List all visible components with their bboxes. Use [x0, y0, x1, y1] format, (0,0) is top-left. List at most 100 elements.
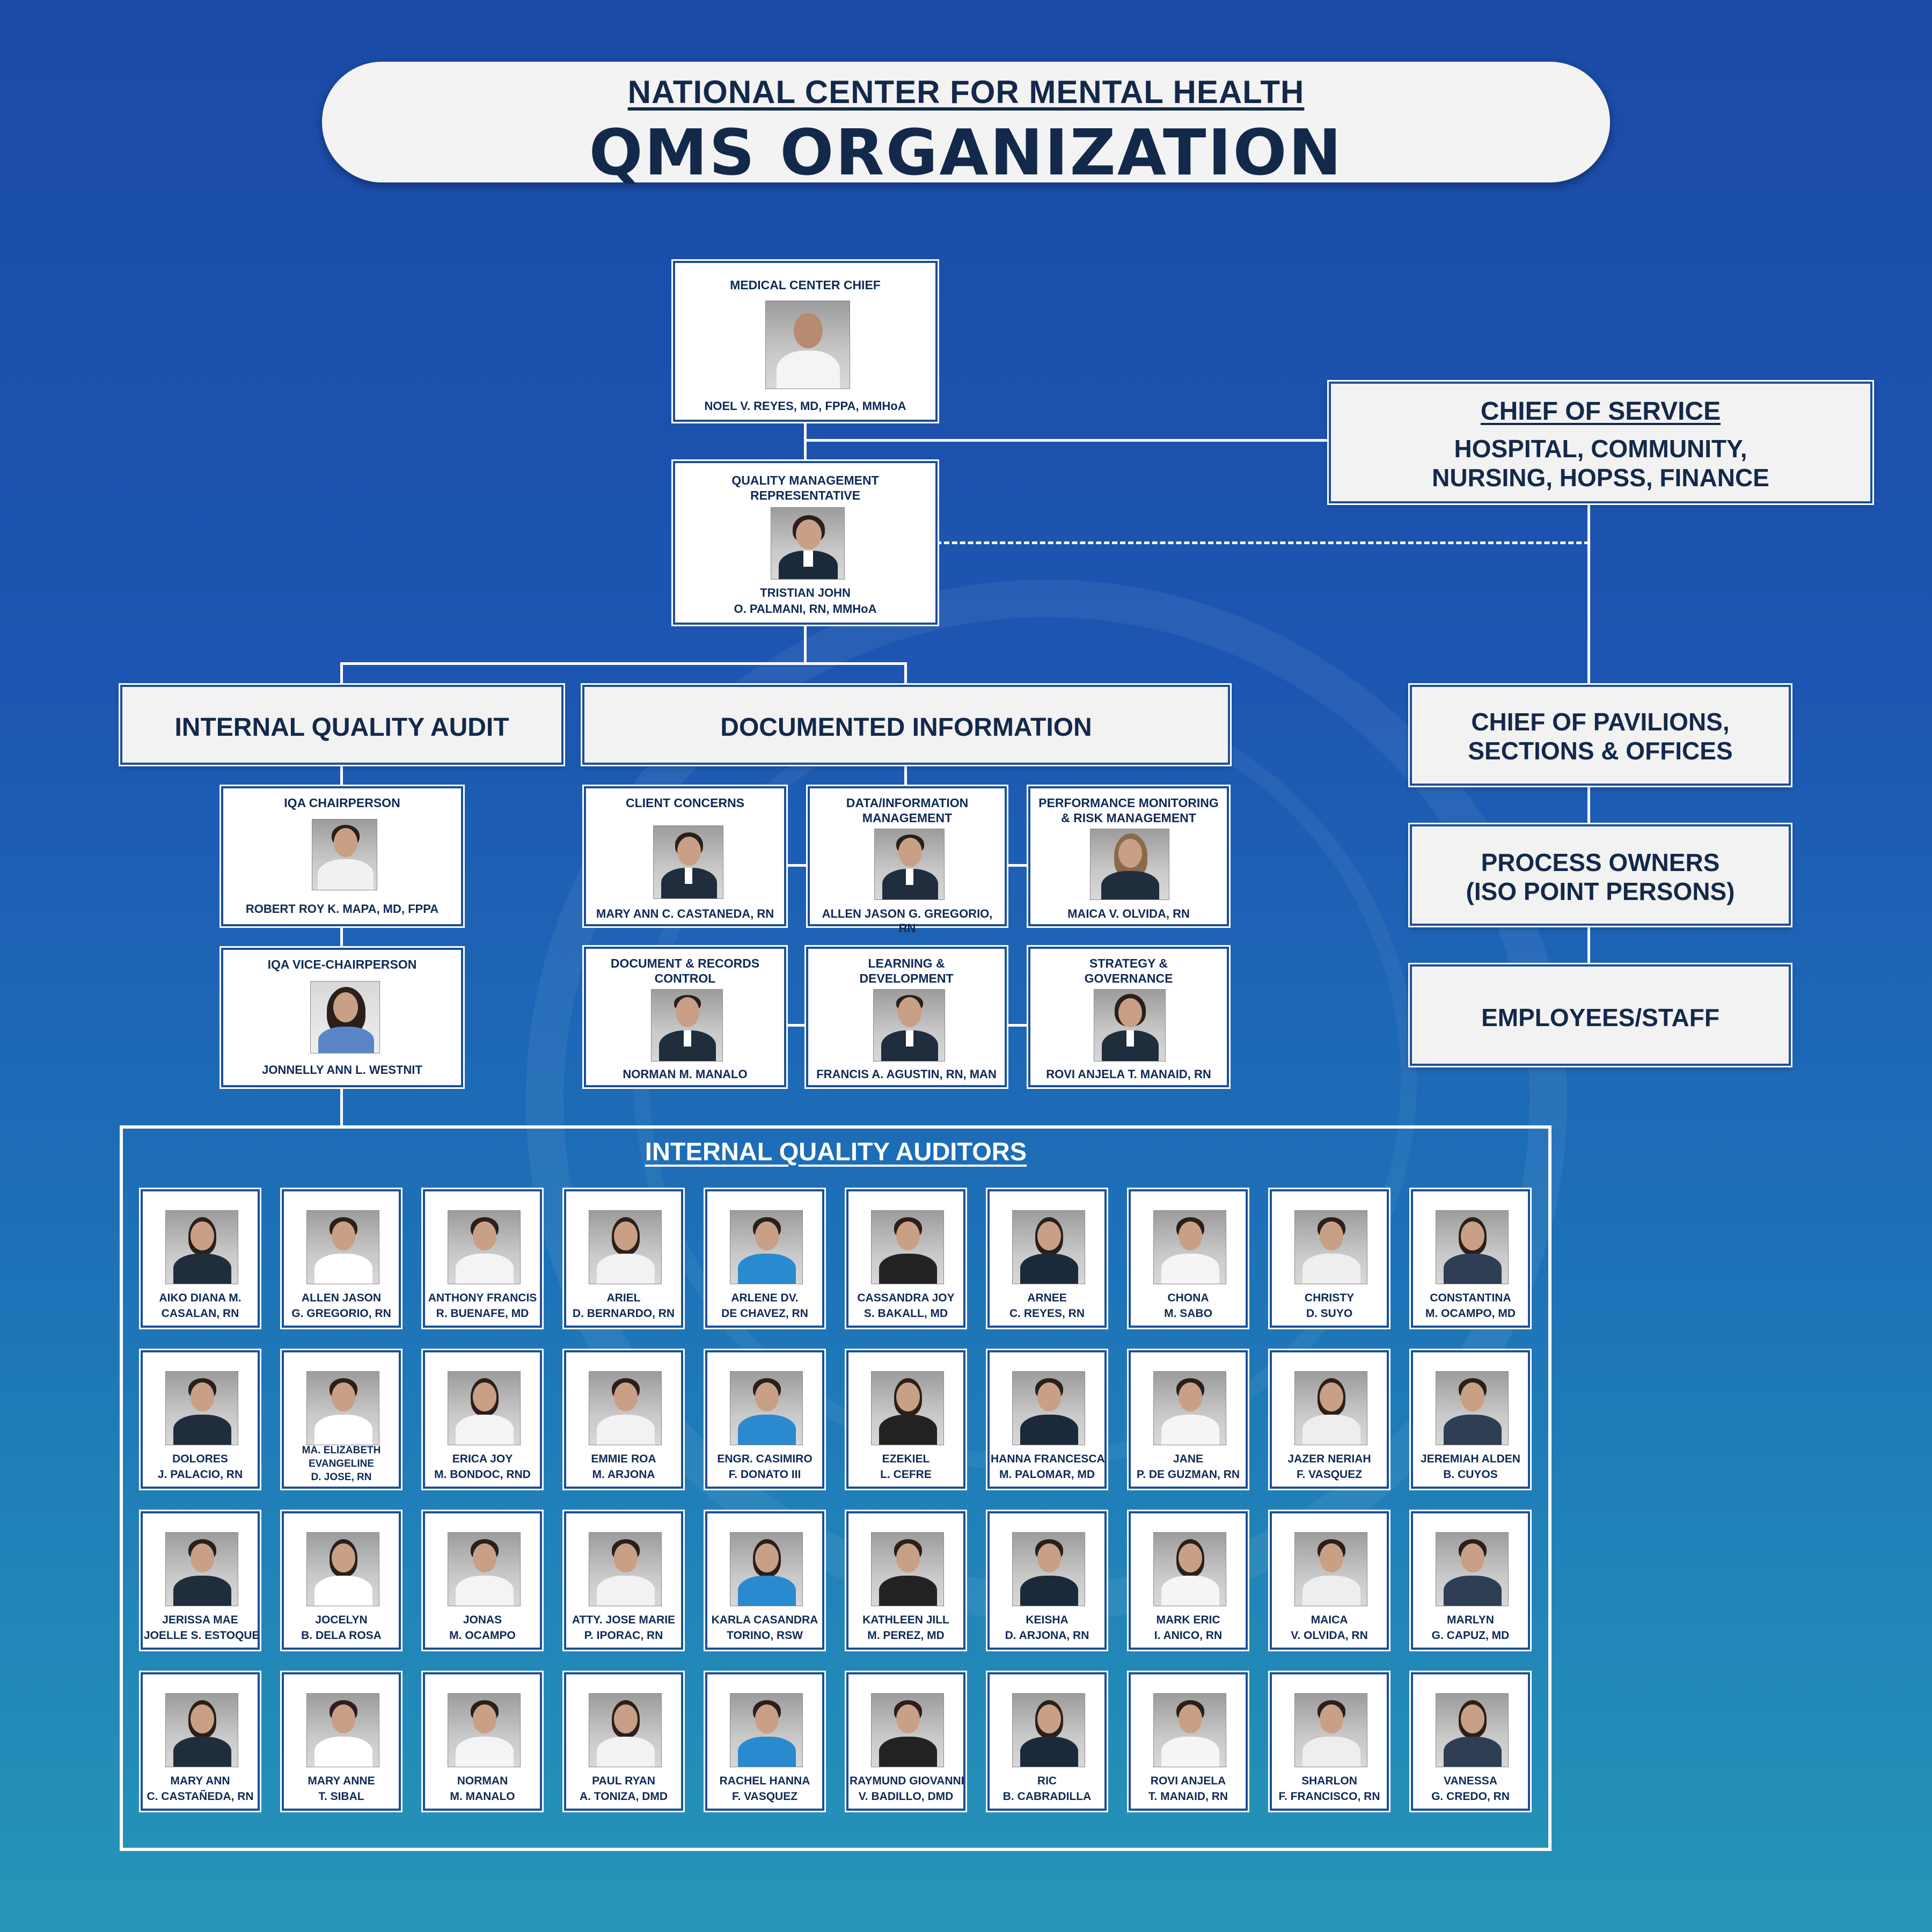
- auditors-frame: [120, 1125, 1552, 1851]
- docinfo-name-2: ALLEN JASON G. GREGORIO, RN: [822, 907, 993, 935]
- auditor-photo: [1294, 1210, 1367, 1284]
- auditor-name-line: C. REYES, RN: [1009, 1307, 1085, 1320]
- auditor-name-line: G. GREGORIO, RN: [291, 1307, 391, 1320]
- auditor-name-line: J. PALACIO, RN: [157, 1468, 243, 1481]
- auditor-photo: [589, 1693, 662, 1767]
- pavilions-box: CHIEF OF PAVILIONS, SECTIONS & OFFICES: [1410, 685, 1791, 786]
- docinfo-photo-2: [874, 829, 945, 900]
- auditor-name-line: DE CHAVEZ, RN: [721, 1307, 808, 1320]
- auditor-photo: [1436, 1210, 1509, 1284]
- auditor-name-line: JONAS: [463, 1614, 502, 1626]
- docinfo-role-6b: GOVERNANCE: [1084, 971, 1173, 985]
- auditor-photo: [589, 1210, 662, 1284]
- auditor-name-line: B. CUYOS: [1443, 1468, 1498, 1481]
- auditor-name: NORMAN M. MANALO: [426, 1773, 539, 1804]
- auditor-name-line: M. MANALO: [450, 1790, 515, 1803]
- auditor-photo: [589, 1532, 662, 1606]
- docinfo-card-document-records: DOCUMENT & RECORDS CONTROL NORMAN M. MAN…: [584, 947, 786, 1087]
- process-owners-line1: PROCESS OWNERS: [1481, 848, 1720, 876]
- auditor-photo: [1153, 1693, 1226, 1767]
- qmr-photo: [771, 507, 845, 580]
- auditors-title: INTERNAL QUALITY AUDITORS: [645, 1137, 1027, 1166]
- docinfo-role-2b: MANAGEMENT: [862, 811, 953, 825]
- auditor-photo: [1012, 1210, 1085, 1284]
- auditor-name-line: AIKO DIANA M.: [159, 1292, 241, 1304]
- auditor-name-line: NORMAN: [457, 1775, 508, 1787]
- iqa-vice-role: IQA VICE-CHAIRPERSON: [267, 957, 417, 971]
- chief-name: NOEL V. REYES, MD, FPPA, MMHoA: [704, 399, 906, 413]
- qmr-role-line2: REPRESENTATIVE: [750, 488, 860, 502]
- iqa-heading-box: INTERNAL QUALITY AUDIT: [120, 685, 564, 765]
- pavilions-line2: SECTIONS & OFFICES: [1468, 737, 1733, 765]
- connector-chief-service: [804, 439, 1329, 442]
- auditor-name-line: B. CABRADILLA: [1002, 1790, 1092, 1803]
- auditor-name-line: P. IPORAC, RN: [584, 1629, 663, 1642]
- auditor-name-line: KARLA CASANDRA: [711, 1614, 818, 1626]
- connector-docinfo-row1a: [786, 864, 808, 867]
- auditor-name-line: MA. ELIZABETH: [302, 1445, 381, 1456]
- auditor-name: ARLENE DV.DE CHAVEZ, RN: [708, 1290, 821, 1321]
- auditor-photo: [871, 1210, 944, 1284]
- auditor-name-line: G. CREDO, RN: [1431, 1790, 1510, 1803]
- title-banner: NATIONAL CENTER FOR MENTAL HEALTH QMS OR…: [322, 62, 1610, 189]
- auditor-name-line: JEREMIAH ALDEN: [1421, 1453, 1520, 1465]
- connector-service-pavilions: [1587, 503, 1590, 685]
- auditor-name-line: P. DE GUZMAN, RN: [1136, 1468, 1240, 1481]
- auditor-card: ARLENE DV.DE CHAVEZ, RN: [705, 1189, 824, 1328]
- docinfo-role-1a: CLIENT CONCERNS: [625, 796, 745, 810]
- auditor-name-line: EZEKIEL: [882, 1453, 930, 1465]
- employees-box: EMPLOYEES/STAFF: [1410, 964, 1791, 1066]
- auditor-photo: [306, 1210, 379, 1284]
- connector-iqa-chair: [340, 765, 343, 786]
- connector-owners-employees: [1587, 926, 1590, 964]
- auditor-name-line: VANESSA: [1444, 1775, 1497, 1787]
- docinfo-card-strategy-governance: STRATEGY & GOVERNANCE ROVI ANJELA T. MAN…: [1028, 947, 1229, 1087]
- docinfo-role-5a: LEARNING &: [868, 956, 945, 970]
- auditor-name-line: CASSANDRA JOY: [857, 1292, 955, 1304]
- docinfo-name-4: NORMAN M. MANALO: [623, 1067, 748, 1081]
- auditor-name-line: DOLORES: [172, 1453, 228, 1465]
- iqa-heading: INTERNAL QUALITY AUDIT: [174, 713, 509, 742]
- connector-docinfo-row2b: [1007, 1024, 1028, 1027]
- connector-docinfo-row1b: [1007, 864, 1028, 867]
- auditor-name-line: KATHLEEN JILL: [862, 1614, 949, 1626]
- docinfo-photo-4: [651, 989, 723, 1062]
- medical-center-chief-card: MEDICAL CENTER CHIEF NOEL V. REYES, MD, …: [673, 261, 938, 422]
- auditor-name: AIKO DIANA M.CASALAN, RN: [144, 1290, 257, 1321]
- auditor-name-line: D. ARJONA, RN: [1005, 1629, 1089, 1642]
- auditor-name-line: M. SABO: [1164, 1307, 1212, 1320]
- auditor-name-line: KEISHA: [1026, 1614, 1069, 1626]
- auditor-photo: [448, 1693, 521, 1767]
- auditor-name-line: S. BAKALL, MD: [863, 1307, 948, 1320]
- auditor-name-line: D. SUYO: [1306, 1307, 1353, 1320]
- connector-docinfo-cards: [904, 765, 907, 786]
- connector-docinfo-row2a: [786, 1024, 808, 1027]
- auditor-name-line: F. VASQUEZ: [731, 1790, 798, 1803]
- docinfo-role-5b: DEVELOPMENT: [859, 971, 954, 985]
- iqa-vice-name: JONNELLY ANN L. WESTNIT: [262, 1063, 422, 1077]
